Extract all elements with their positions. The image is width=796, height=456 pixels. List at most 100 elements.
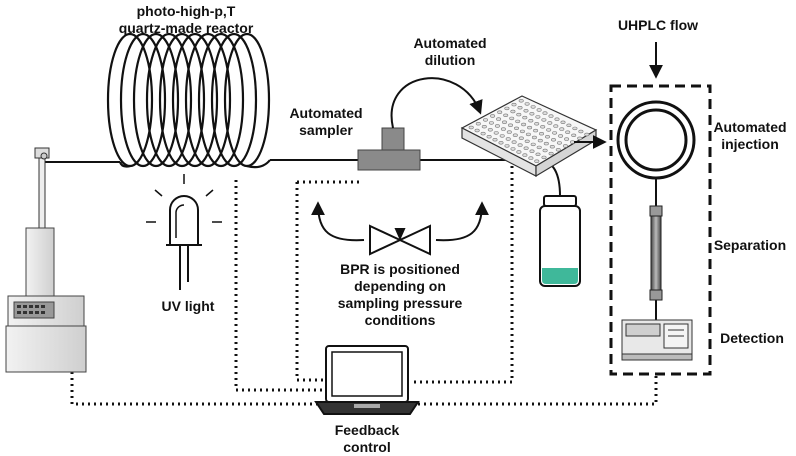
well — [510, 147, 516, 151]
well — [541, 118, 547, 122]
well — [513, 126, 519, 131]
well — [511, 102, 517, 107]
well — [524, 102, 530, 106]
well — [535, 115, 541, 119]
well — [541, 155, 547, 160]
bpr-left-arrow — [311, 201, 365, 242]
well — [562, 144, 568, 148]
well — [542, 111, 548, 115]
well — [482, 118, 488, 122]
well — [505, 137, 511, 141]
well — [517, 143, 523, 147]
well — [531, 135, 537, 140]
well — [494, 124, 500, 128]
well — [504, 106, 510, 111]
well — [493, 131, 499, 135]
well — [516, 112, 522, 117]
detector-icon — [621, 319, 693, 361]
well — [509, 116, 515, 121]
well — [523, 146, 529, 150]
well — [566, 123, 572, 128]
uv-lamp-icon — [146, 174, 222, 290]
well — [501, 120, 507, 124]
well — [558, 134, 564, 138]
collection-vial-icon — [539, 195, 581, 287]
injection-label-line1: Automated — [713, 119, 786, 135]
well — [527, 125, 533, 130]
well-grid — [468, 99, 590, 163]
well — [487, 128, 493, 132]
bpr-right-arrow — [435, 201, 489, 242]
hplc-column-icon — [649, 205, 663, 301]
dilution-arrow — [390, 77, 483, 129]
well — [530, 142, 536, 147]
well — [553, 124, 559, 128]
well — [565, 130, 571, 134]
bpr-label-line3: sampling pressure — [338, 295, 463, 311]
coil-reactor-icon — [106, 32, 271, 169]
feedback-label-line1: Feedback — [335, 422, 400, 438]
well — [564, 137, 570, 141]
well — [535, 152, 541, 157]
well — [510, 109, 516, 114]
light-ray-lines — [146, 174, 222, 223]
well — [504, 144, 510, 148]
bpr-label-line2: depending on — [354, 278, 446, 294]
well — [517, 105, 523, 110]
sampler-label-line1: Automated — [289, 105, 362, 121]
well — [512, 133, 518, 137]
well — [492, 138, 498, 142]
well — [560, 120, 566, 125]
well — [522, 153, 528, 157]
well — [497, 110, 503, 114]
wire-sampler-loop-right — [410, 160, 514, 384]
well — [524, 139, 530, 144]
well — [533, 128, 539, 133]
uhplc-flow-label: UHPLC flow — [618, 17, 698, 33]
well — [543, 141, 549, 146]
sampler-label-line2: sampler — [299, 122, 353, 138]
well — [571, 133, 577, 138]
dilution-label-line1: Automated — [413, 35, 486, 51]
detection-label: Detection — [720, 330, 784, 346]
wire-reactor-loop — [234, 180, 325, 392]
well — [572, 126, 578, 131]
well — [550, 138, 556, 142]
well — [548, 114, 554, 118]
well — [498, 141, 504, 145]
well-plate-icon — [460, 95, 598, 178]
well — [546, 128, 552, 132]
bpr-label-line4: conditions — [365, 312, 436, 328]
well — [578, 129, 584, 134]
well — [577, 136, 583, 141]
well — [536, 145, 542, 150]
injection-loop-icon — [616, 100, 696, 180]
well — [548, 151, 554, 156]
well — [559, 127, 565, 131]
well — [496, 117, 502, 121]
well — [500, 127, 506, 131]
well — [486, 135, 492, 139]
wire-sampler-loop-left — [295, 182, 325, 382]
well — [468, 125, 474, 130]
well — [538, 132, 544, 136]
well — [537, 138, 543, 143]
well — [518, 99, 524, 103]
well — [542, 148, 548, 153]
well — [554, 117, 560, 121]
well — [481, 124, 487, 129]
well — [516, 150, 522, 154]
laptop-icon — [314, 345, 420, 415]
syringe-pump-icon — [5, 147, 87, 373]
well — [544, 135, 550, 139]
well — [540, 125, 546, 129]
bpr-label-line1: BPR is positioned — [340, 261, 460, 277]
well — [529, 112, 535, 116]
well — [474, 128, 480, 133]
well — [506, 130, 512, 134]
well — [521, 122, 527, 127]
well — [530, 105, 536, 109]
well — [511, 140, 517, 144]
well — [515, 119, 521, 124]
